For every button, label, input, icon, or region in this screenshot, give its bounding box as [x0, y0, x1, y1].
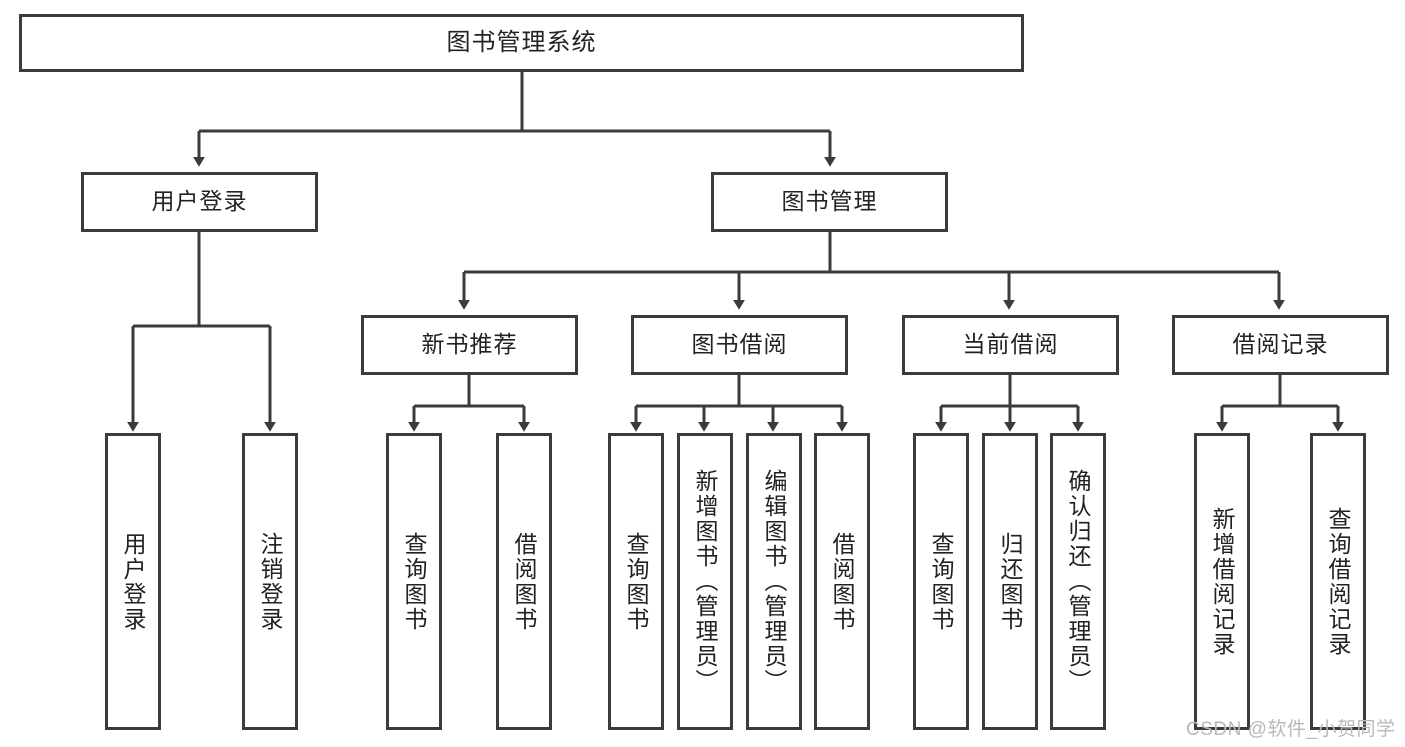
node-label: 借阅图书: [511, 531, 538, 632]
leaf-add-borrow-record[interactable]: 新增借阅记录: [1194, 433, 1250, 730]
node-book-management-system[interactable]: 图书管理系统: [19, 14, 1024, 72]
leaf-query-book-current[interactable]: 查询图书: [913, 433, 969, 730]
node-label: 图书管理: [781, 188, 878, 215]
node-current-borrow[interactable]: 当前借阅: [902, 315, 1119, 375]
node-label: 查询图书: [928, 531, 955, 632]
leaf-return-book[interactable]: 归还图书: [982, 433, 1038, 730]
node-label: 借阅记录: [1232, 331, 1329, 358]
node-label: 新书推荐: [421, 331, 518, 358]
node-new-book-recommend[interactable]: 新书推荐: [361, 315, 578, 375]
node-label: 用户登录: [120, 531, 147, 632]
leaf-query-book-recommend[interactable]: 查询图书: [386, 433, 442, 730]
node-label: 编辑图书（管理员）: [761, 469, 788, 694]
csdn-watermark: CSDN @软件_小贺同学: [1186, 719, 1396, 740]
node-label: 查询图书: [623, 531, 650, 632]
node-label: 归还图书: [997, 531, 1024, 632]
node-label: 借阅图书: [829, 531, 856, 632]
node-label: 查询借阅记录: [1325, 506, 1352, 657]
node-label: 图书管理系统: [446, 28, 597, 56]
leaf-add-book-admin[interactable]: 新增图书（管理员）: [677, 433, 733, 730]
leaf-borrow-book[interactable]: 借阅图书: [814, 433, 870, 730]
node-label: 图书借阅: [691, 331, 788, 358]
leaf-query-borrow-record[interactable]: 查询借阅记录: [1310, 433, 1366, 730]
node-label: 查询图书: [401, 531, 428, 632]
node-label: 确认归还（管理员）: [1065, 469, 1092, 694]
leaf-edit-book-admin[interactable]: 编辑图书（管理员）: [746, 433, 802, 730]
leaf-borrow-book-recommend[interactable]: 借阅图书: [496, 433, 552, 730]
node-label: 注销登录: [257, 531, 284, 632]
leaf-confirm-return-admin[interactable]: 确认归还（管理员）: [1050, 433, 1106, 730]
node-label: 新增图书（管理员）: [692, 469, 719, 694]
node-user-login[interactable]: 用户登录: [81, 172, 318, 232]
node-book-borrow[interactable]: 图书借阅: [631, 315, 848, 375]
node-label: 用户登录: [151, 188, 248, 215]
node-book-management[interactable]: 图书管理: [711, 172, 948, 232]
leaf-query-book-borrow[interactable]: 查询图书: [608, 433, 664, 730]
node-borrow-record[interactable]: 借阅记录: [1172, 315, 1389, 375]
node-label: 当前借阅: [962, 331, 1059, 358]
leaf-logout[interactable]: 注销登录: [242, 433, 298, 730]
node-label: 新增借阅记录: [1209, 506, 1236, 657]
leaf-user-login[interactable]: 用户登录: [105, 433, 161, 730]
